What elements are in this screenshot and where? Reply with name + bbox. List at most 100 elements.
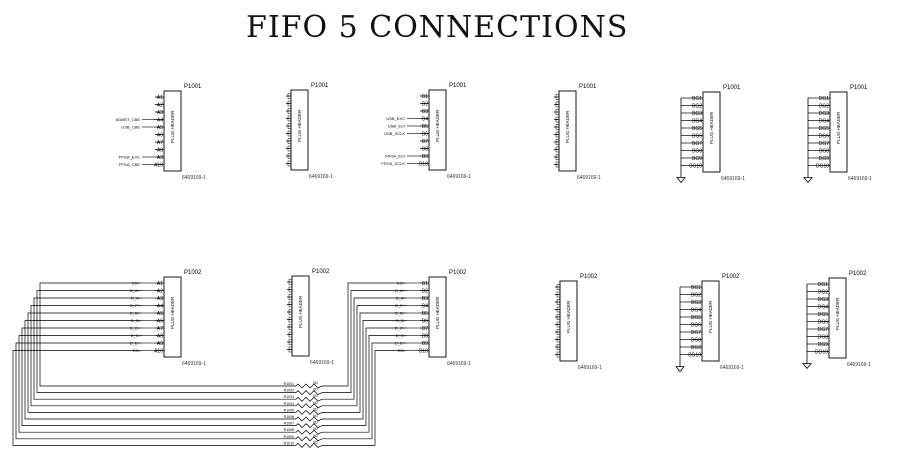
connector-reference: P1002 bbox=[580, 274, 598, 280]
pin-marker bbox=[287, 138, 292, 144]
connector-body-label: PLUG HEADER bbox=[565, 110, 570, 143]
ground-symbol bbox=[676, 177, 686, 184]
pin-label: BG10 bbox=[688, 353, 701, 359]
pin-label: B1 bbox=[422, 94, 428, 100]
pin-label: DG4 bbox=[819, 119, 830, 125]
pin-label: B4 bbox=[422, 117, 428, 123]
resistor-reference: R1010 bbox=[284, 441, 294, 445]
net-label: D_B+ bbox=[130, 311, 141, 316]
pin-label: BG6 bbox=[691, 323, 701, 329]
diagram-title: FIFO 5 CONNECTIONS bbox=[246, 10, 628, 45]
resistor-reference: R1006 bbox=[284, 415, 294, 419]
pin-label: B1 bbox=[422, 281, 428, 287]
net-label: D_A+ bbox=[130, 288, 141, 293]
pin-label: B2 bbox=[422, 289, 428, 295]
pin-marker bbox=[288, 309, 293, 315]
pin-label: BG4 bbox=[692, 119, 702, 125]
resistor-value: 0Ω bbox=[313, 421, 318, 425]
pin-label: DG7 bbox=[819, 141, 830, 147]
connector-part-number: 6469169-1 bbox=[578, 365, 602, 371]
pin-label: B5 bbox=[422, 311, 428, 317]
resistor-symbol bbox=[295, 390, 323, 396]
connector-body bbox=[290, 89, 309, 171]
pin-label: A3 bbox=[157, 296, 163, 302]
connector-part-number: 6469169-1 bbox=[447, 361, 471, 367]
pin-label: BG5 bbox=[691, 315, 701, 321]
right-bus-wire bbox=[322, 297, 407, 400]
net-label: D_C+ bbox=[395, 326, 406, 331]
connector-part-number: 6469169-1 bbox=[721, 176, 745, 182]
pin-label: DG10 bbox=[815, 350, 828, 356]
pin-marker bbox=[556, 351, 561, 358]
left-bus-wire bbox=[15, 342, 296, 440]
net-label: D_C- bbox=[396, 333, 406, 338]
pin-label: BG7 bbox=[692, 141, 702, 147]
left-bus-wire bbox=[33, 297, 296, 400]
pin-marker bbox=[287, 130, 292, 137]
pin-marker bbox=[288, 294, 293, 300]
pin-label: A9 bbox=[157, 341, 163, 347]
resistor-value: 0Ω bbox=[313, 401, 318, 405]
connector-part-number: 6469169-1 bbox=[848, 176, 872, 182]
net-label: USB_XCLK bbox=[384, 131, 405, 136]
net-label: D_E+ bbox=[130, 341, 141, 346]
left-bus-wire bbox=[21, 327, 296, 426]
pin-label: DG3 bbox=[819, 111, 830, 117]
connector-reference: P1001 bbox=[579, 84, 597, 90]
net-label: USB_CBE bbox=[121, 125, 140, 130]
right-bus-wire bbox=[322, 312, 407, 413]
right-bus-wire bbox=[322, 350, 407, 446]
pin-label: A10 bbox=[154, 163, 163, 169]
pin-label: BG9 bbox=[691, 345, 701, 351]
pin-marker bbox=[555, 124, 560, 130]
pin-label: A4 bbox=[157, 304, 163, 310]
pin-label: DG7 bbox=[818, 327, 829, 333]
pin-label: B9 bbox=[422, 341, 428, 347]
pin-label: DG2 bbox=[818, 290, 829, 296]
ground-symbol bbox=[803, 177, 813, 184]
right-bus-wire bbox=[322, 327, 407, 426]
connector-body bbox=[701, 280, 720, 362]
connector-body-label: PLUG HEADER bbox=[298, 295, 303, 328]
net-label: EO- bbox=[133, 348, 141, 353]
net-label: D_C+ bbox=[130, 326, 141, 331]
connector-body-label: PLUG HEADER bbox=[170, 110, 175, 143]
net-label: D_B- bbox=[131, 318, 141, 323]
left-bus-wire bbox=[36, 290, 296, 393]
pin-label: DG1 bbox=[819, 96, 830, 102]
pin-label: A5 bbox=[157, 311, 163, 317]
left-bus-wire bbox=[30, 305, 296, 407]
pin-marker bbox=[287, 145, 292, 152]
net-label: D_A- bbox=[131, 296, 141, 301]
resistor-reference: R1003 bbox=[284, 395, 294, 399]
connector-reference: P1002 bbox=[449, 270, 467, 276]
connector-reference: P1001 bbox=[184, 84, 202, 90]
resistor-symbol bbox=[295, 423, 323, 429]
connector-body bbox=[428, 276, 447, 358]
pin-label: B9 bbox=[422, 154, 428, 160]
resistor-value: 0Ω bbox=[313, 414, 318, 418]
pin-label: A6 bbox=[157, 133, 163, 139]
pin-label: BG1 bbox=[692, 96, 702, 102]
pin-label: DG6 bbox=[818, 320, 829, 326]
pin-marker bbox=[556, 329, 561, 335]
pin-label: DG9 bbox=[818, 342, 829, 348]
pin-label: DG6 bbox=[819, 134, 830, 140]
right-bus-wire bbox=[322, 335, 407, 433]
pin-marker bbox=[287, 100, 292, 107]
pin-label: BG2 bbox=[691, 293, 701, 299]
pin-label: DG2 bbox=[819, 104, 830, 110]
resistor-symbol bbox=[295, 442, 323, 448]
connector-body bbox=[163, 276, 182, 358]
pin-marker bbox=[556, 299, 561, 305]
right-bus-wire bbox=[322, 290, 407, 393]
pin-label: A5 bbox=[157, 125, 163, 131]
pin-label: BG5 bbox=[692, 126, 702, 132]
pin-marker bbox=[288, 339, 293, 345]
connector-reference: P1002 bbox=[722, 274, 740, 280]
